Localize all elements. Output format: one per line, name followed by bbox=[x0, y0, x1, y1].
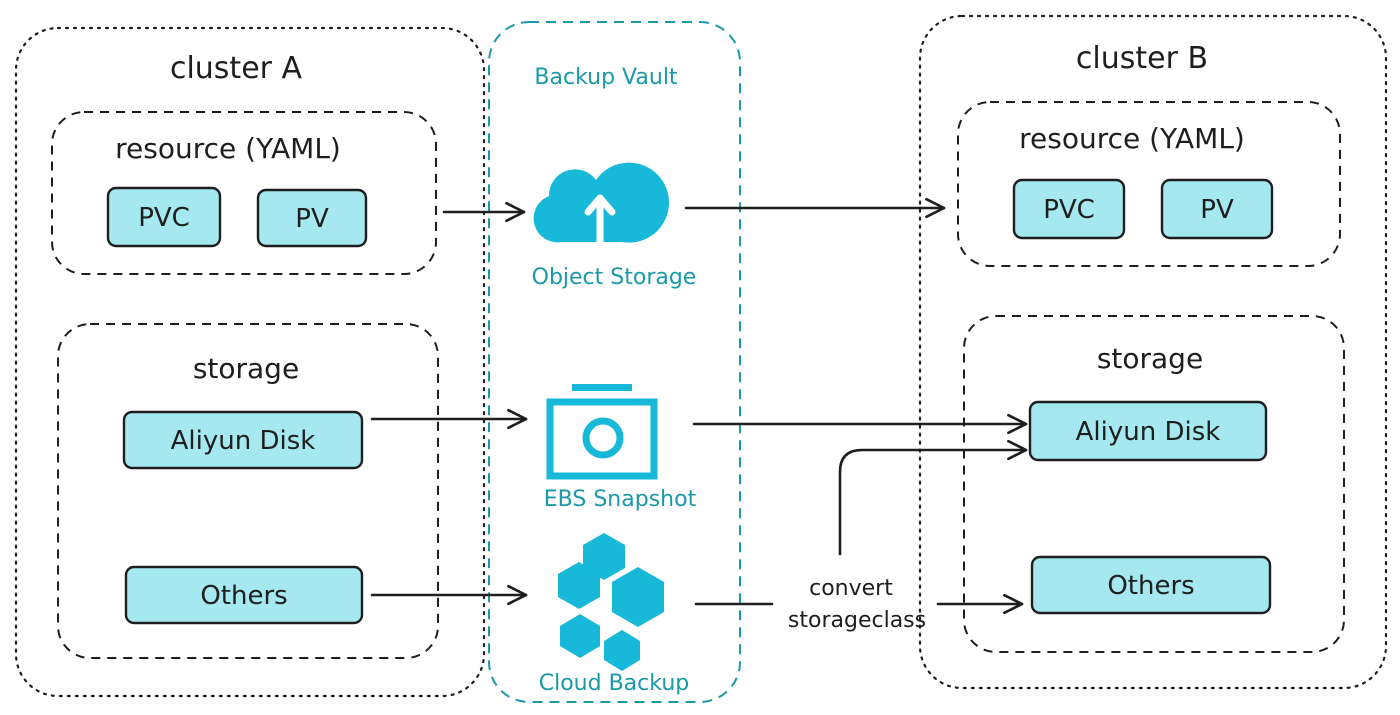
cluster-a-storage-title: storage bbox=[193, 352, 299, 385]
cluster-b-pv-label: PV bbox=[1200, 195, 1234, 225]
cluster-a-storage-group: storage Aliyun Disk Others bbox=[57, 323, 439, 659]
cluster-b-pvc-box bbox=[1012, 178, 1126, 240]
cluster-a-resource-border bbox=[51, 111, 437, 275]
annotation-line-1: convert bbox=[809, 576, 893, 601]
cloud-backup-label: Cloud Backup bbox=[539, 671, 689, 696]
backup-vault-border bbox=[488, 21, 741, 703]
cloud-upload-icon bbox=[533, 162, 669, 246]
cluster-a-pvc-label: PVC bbox=[138, 203, 190, 233]
cluster-a-disk-label: Aliyun Disk bbox=[171, 426, 316, 456]
cluster-b-title: cluster B bbox=[1076, 41, 1208, 76]
cluster-a-pvc-box bbox=[106, 186, 222, 248]
ebs-snapshot-label: EBS Snapshot bbox=[544, 487, 697, 512]
cluster-a-resource-group: resource (YAML) PVC PV bbox=[51, 111, 437, 275]
arrow-convert-to-disk bbox=[838, 439, 1028, 556]
cluster-a-pv-label: PV bbox=[295, 204, 329, 234]
backup-vault-title: Backup Vault bbox=[534, 65, 678, 90]
cluster-a-pv-box bbox=[256, 188, 368, 248]
annotation-line-2: storageclass bbox=[788, 608, 926, 633]
cluster-b-pv-box bbox=[1160, 178, 1274, 240]
cluster-b: cluster B resource (YAML) PVC PV storage… bbox=[918, 14, 1388, 690]
flow-arrows bbox=[370, 197, 1028, 615]
cluster-a-border bbox=[14, 26, 486, 698]
cluster-a-others-label: Others bbox=[200, 581, 287, 611]
cluster-a-resource-title: resource (YAML) bbox=[115, 132, 341, 165]
cluster-b-others-box bbox=[1030, 555, 1272, 615]
cluster-b-storage-title: storage bbox=[1097, 342, 1203, 375]
cluster-b-resource-title: resource (YAML) bbox=[1019, 122, 1245, 155]
cluster-b-storage-group: storage Aliyun Disk Others bbox=[963, 315, 1345, 653]
cluster-b-border bbox=[918, 14, 1388, 690]
camera-snapshot-icon bbox=[546, 384, 658, 480]
cluster-b-disk-box bbox=[1028, 400, 1268, 462]
cluster-b-resource-group: resource (YAML) PVC PV bbox=[957, 101, 1341, 267]
convert-storageclass-note: convert storageclass bbox=[788, 576, 926, 633]
cluster-a-others-box bbox=[124, 565, 364, 625]
cluster-b-disk-label: Aliyun Disk bbox=[1076, 417, 1221, 447]
cluster-b-resource-border bbox=[957, 101, 1341, 267]
cluster-a-title: cluster A bbox=[170, 51, 303, 86]
cubes-backup-icon bbox=[558, 533, 664, 671]
backup-vault: Backup Vault Object Storage EBS Snapshot… bbox=[488, 21, 741, 703]
cluster-a: cluster A resource (YAML) PVC PV storage… bbox=[14, 26, 486, 698]
cluster-b-pvc-label: PVC bbox=[1043, 195, 1095, 225]
object-storage-label: Object Storage bbox=[532, 265, 697, 290]
cluster-b-storage-border bbox=[963, 315, 1345, 653]
cluster-a-disk-box bbox=[122, 410, 364, 470]
cluster-b-others-label: Others bbox=[1107, 571, 1194, 601]
cluster-a-storage-border bbox=[57, 323, 439, 659]
